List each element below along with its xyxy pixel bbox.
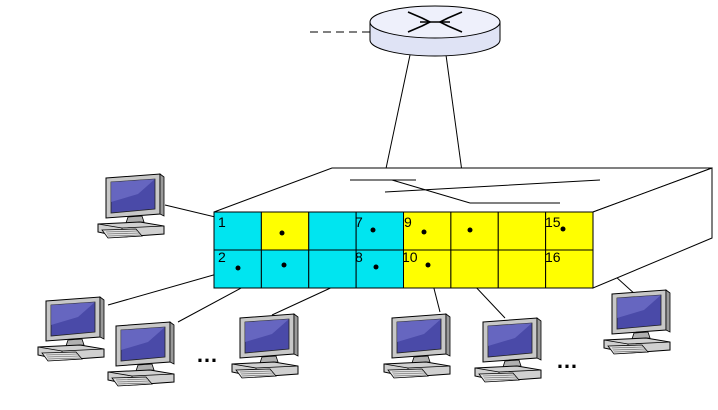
ellipsis-right: … [556,348,580,373]
ethernet-switch-icon [213,167,713,289]
desktop-computer-icon [37,296,105,362]
switch-port-13 [497,211,547,251]
port-label-16: 16 [545,249,561,265]
switch-port-5 [308,211,357,251]
port-label-2: 2 [218,249,226,265]
port-dot-15 [560,226,566,232]
port-connection-dots [235,226,566,271]
port-label-7: 7 [355,214,363,230]
port-label-10: 10 [402,249,418,265]
desktop-computer-icon [97,173,165,239]
switch-port-12 [450,249,499,289]
desktop-computer-icon [474,317,542,383]
switch-port-7 [355,211,405,251]
port-dot-2 [235,265,241,271]
desktop-computer-icon [603,289,671,355]
switch-port-16 [545,249,594,289]
switch-port-10 [403,249,452,289]
port-dot-7 [370,227,376,233]
router-icon [369,5,501,57]
desktop-computer-icon [107,321,175,387]
ellipsis-left: … [196,342,220,367]
port-dot-9 [421,229,427,235]
port-label-1: 1 [218,214,226,230]
desktop-computer-icon [383,313,451,379]
desktop-computer-icon [231,313,299,379]
port-dot-1 [279,230,285,236]
port-label-15: 15 [545,214,561,230]
port-label-8: 8 [355,249,363,265]
switch-port-8 [355,249,405,289]
switch-port-6 [308,249,357,289]
port-label-9: 9 [404,214,412,230]
port-dot-8 [373,264,379,270]
port-grid [213,211,594,289]
switch-port-4 [260,249,310,289]
port-dot-11 [467,227,473,233]
port-labels: 1 2 7 8 9 10 15 16 [218,214,561,265]
switch-port-11 [450,211,499,251]
switch-port-14 [497,249,547,289]
switch-port-3 [260,211,310,251]
port-dot-10 [425,262,431,268]
port-dot-4 [281,262,287,268]
